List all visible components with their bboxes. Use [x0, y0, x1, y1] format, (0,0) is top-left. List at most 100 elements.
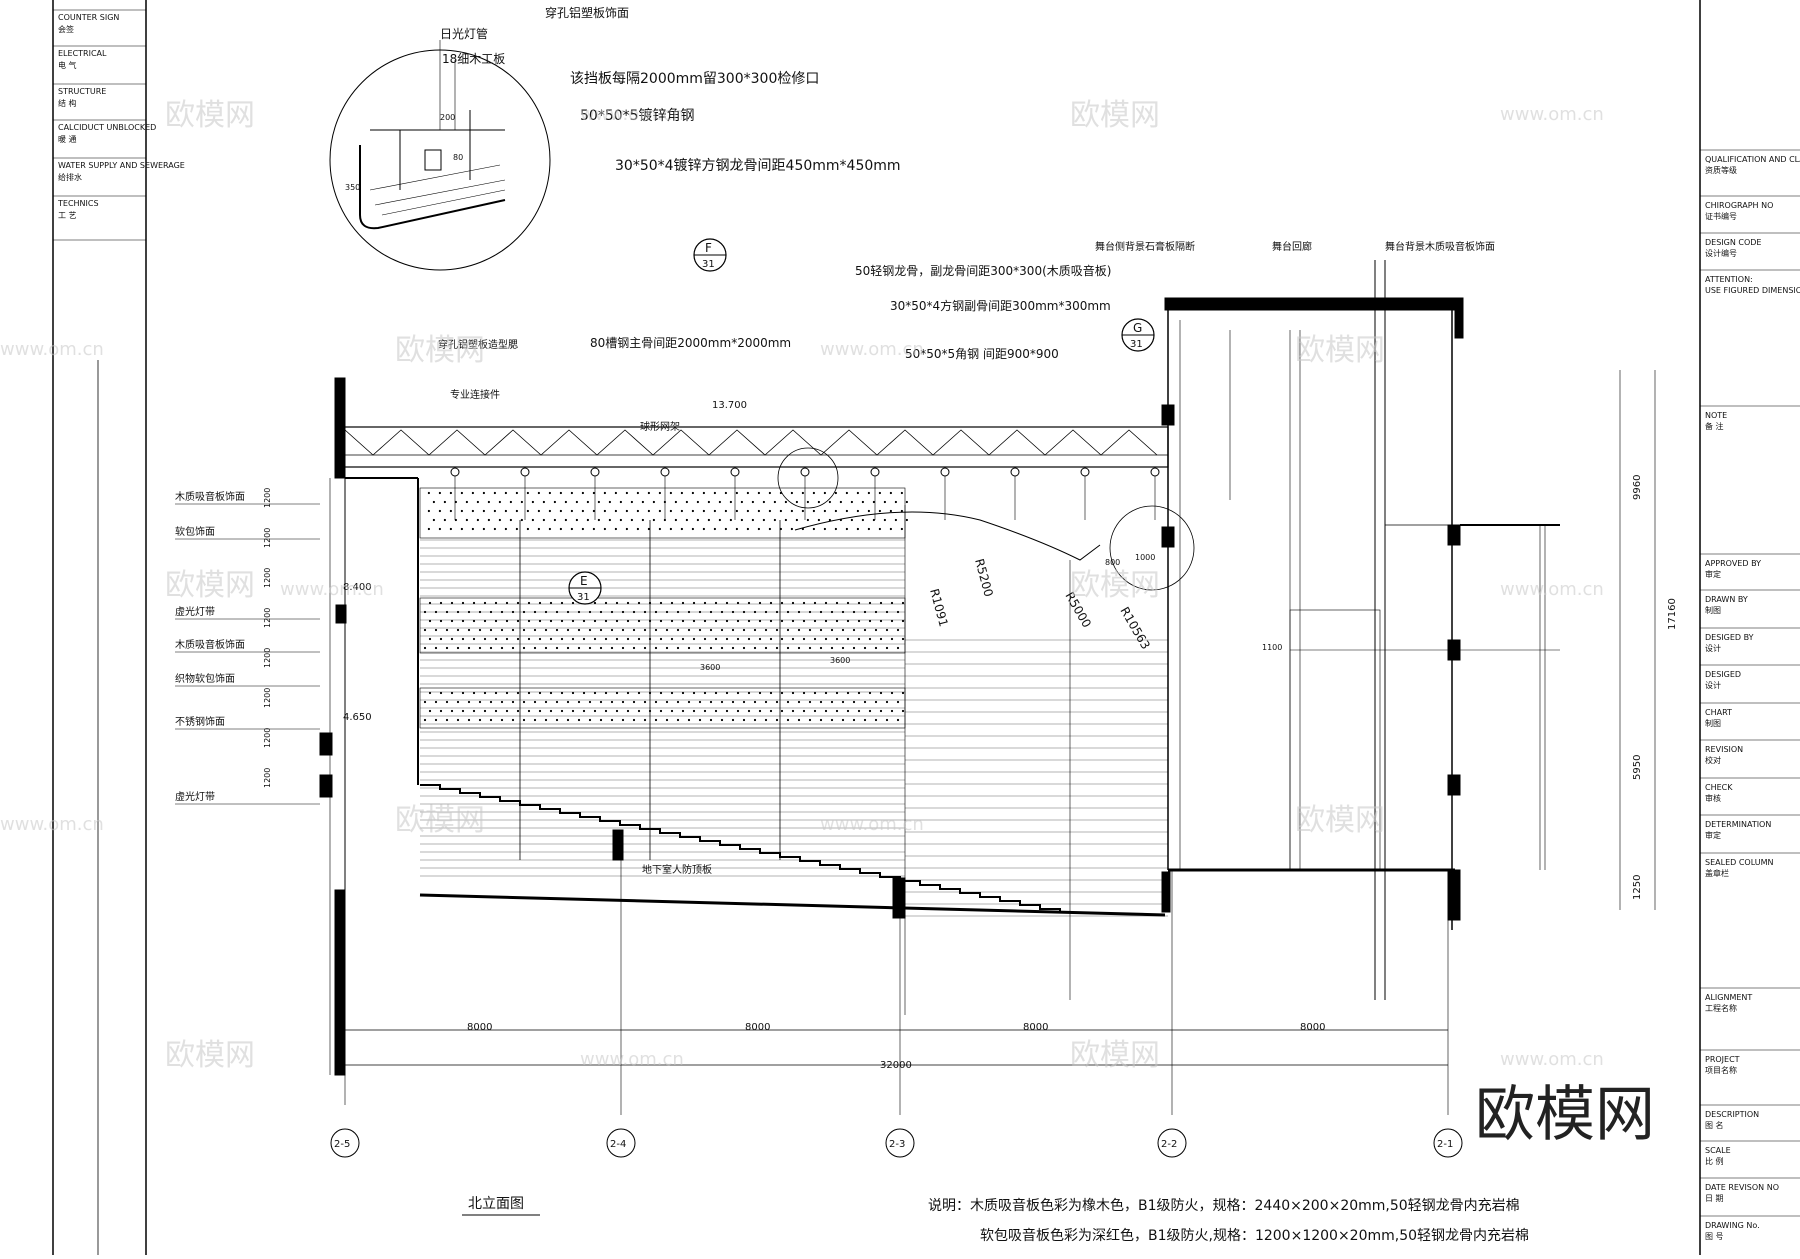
fabric-dot — [687, 628, 691, 632]
fabric-dot — [669, 527, 672, 531]
fabric-dot — [714, 709, 718, 713]
fabric-dot — [797, 610, 801, 614]
fabric-dot — [680, 491, 683, 495]
fabric-dot — [472, 691, 476, 695]
axis-bubble — [1433, 1128, 1463, 1158]
fabric-dot — [652, 500, 655, 504]
fabric-dot — [599, 718, 603, 722]
fabric-dot — [736, 619, 740, 623]
fabric-dot — [533, 646, 537, 650]
fabric-dot — [472, 709, 476, 713]
fabric-dot — [753, 610, 757, 614]
fabric-dot — [472, 637, 476, 641]
fabric-dot — [577, 628, 581, 632]
fabric-dot — [553, 500, 556, 504]
fabric-dot — [852, 646, 856, 650]
fabric-dot — [801, 509, 804, 513]
dim-1200: 1200 — [263, 648, 272, 668]
fabric-dot — [494, 637, 498, 641]
fabric-dot — [731, 718, 735, 722]
fabric-dot — [428, 601, 432, 605]
fabric-dot — [698, 700, 702, 704]
fabric-dot — [626, 619, 630, 623]
fabric-dot — [658, 527, 661, 531]
dim-1200: 1200 — [263, 488, 272, 508]
fabric-dot — [549, 709, 553, 713]
fabric-dot — [670, 691, 674, 695]
fabric-dot — [698, 718, 702, 722]
fabric-dot — [879, 601, 883, 605]
watermark-url: www.om.cn — [580, 1049, 684, 1070]
fabric-dot — [670, 709, 674, 713]
fabric-dot — [439, 619, 443, 623]
fabric-dot — [746, 527, 749, 531]
fabric-dot — [775, 646, 779, 650]
strip-label-cn: 给排水 — [58, 172, 82, 182]
fabric-dot — [790, 509, 793, 513]
axis-label: 2-1 — [1437, 1139, 1453, 1150]
fabric-dot — [566, 700, 570, 704]
fabric-dot — [802, 601, 806, 605]
fabric-dot — [632, 718, 636, 722]
fabric-dot — [658, 491, 661, 495]
fabric-dot — [520, 500, 523, 504]
fabric-dot — [582, 637, 586, 641]
watermark-url: www.om.cn — [1500, 1049, 1604, 1070]
strip-label-en: COUNTER SIGN — [58, 13, 119, 22]
fabric-dot — [830, 700, 834, 704]
fabric-dot — [566, 610, 570, 614]
fabric-dot — [868, 691, 872, 695]
fabric-dot — [681, 637, 685, 641]
fabric-dot — [593, 619, 597, 623]
fabric-dot — [460, 527, 463, 531]
fabric-dot — [548, 527, 551, 531]
fabric-dot — [703, 637, 707, 641]
fabric-dot — [764, 646, 768, 650]
fabric-dot — [604, 619, 608, 623]
fabric-dot — [505, 619, 509, 623]
fabric-dot — [555, 646, 559, 650]
callout-4: 该挡板每隔2000mm留300*300检修口 — [570, 71, 819, 87]
callout-1: 穿孔铝塑板饰面 — [545, 5, 629, 20]
fabric-dot — [537, 491, 540, 495]
fabric-dot — [714, 637, 718, 641]
fabric-dot — [498, 518, 501, 522]
fabric-dot — [846, 637, 850, 641]
callout-5: 50*50*5镀锌角钢 — [580, 107, 695, 124]
fabric-dot — [834, 509, 837, 513]
sheet-frame — [52, 0, 1701, 1255]
fabric-dot — [905, 500, 908, 504]
fabric-dot — [615, 619, 619, 623]
callout-7: 50轻钢龙骨，副龙骨间距300*300(木质吸音板) — [855, 263, 1111, 278]
fabric-dot — [835, 619, 839, 623]
fabric-dot — [729, 518, 732, 522]
watermark-url: www.om.cn — [280, 579, 384, 600]
title-label-cn: 图 号 — [1705, 1232, 1724, 1241]
fabric-dot — [828, 518, 831, 522]
fabric-dot — [707, 500, 710, 504]
fabric-dot — [797, 700, 801, 704]
fabric-dot — [593, 601, 597, 605]
fabric-dot — [819, 628, 823, 632]
fabric-dot — [856, 491, 859, 495]
fabric-dot — [824, 601, 828, 605]
callout-12: 专业连接件 — [450, 388, 500, 401]
fabric-dot — [846, 709, 850, 713]
fabric-dot — [779, 509, 782, 513]
fabric-dot — [619, 518, 622, 522]
fabric-dot — [531, 518, 534, 522]
fabric-dot — [863, 628, 867, 632]
left-label: 虚光灯带 — [175, 605, 215, 618]
fabric-dot — [604, 691, 608, 695]
truss-node — [660, 467, 670, 477]
radius-1: R1091 — [927, 587, 951, 628]
title-label-cn: 盖章栏 — [1705, 868, 1729, 878]
fabric-dot — [614, 509, 617, 513]
fabric-dot — [522, 628, 526, 632]
fabric-dot — [482, 491, 485, 495]
fabric-dot — [773, 500, 776, 504]
fabric-dot — [619, 500, 622, 504]
fabric-dot — [564, 500, 567, 504]
fabric-dot — [641, 500, 644, 504]
fabric-dot — [824, 619, 828, 623]
